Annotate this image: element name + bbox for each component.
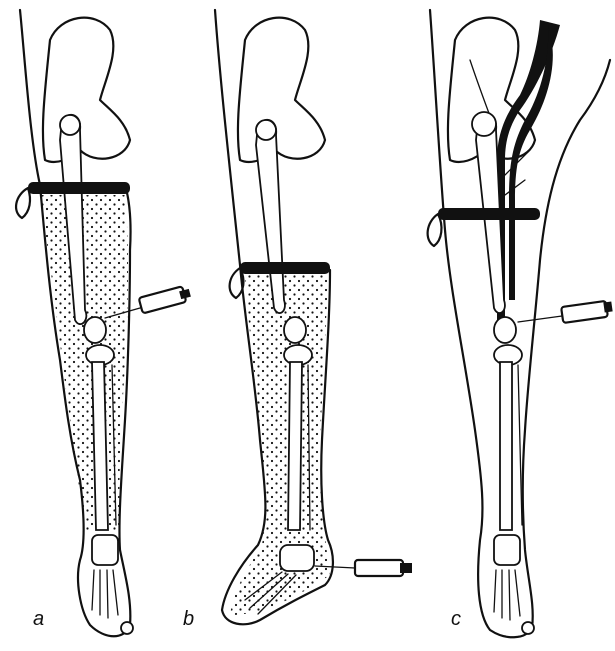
metatarsals-c: [494, 570, 520, 620]
tibia-b: [288, 362, 302, 530]
patella-a: [84, 317, 106, 343]
panel-b-label: b: [183, 608, 194, 631]
tourniquet-knot-c: [428, 214, 442, 246]
tourniquet-b: [240, 262, 330, 274]
tourniquet-knot-a: [16, 188, 30, 218]
syringe-c: [518, 301, 613, 323]
tourniquet-a: [28, 182, 130, 194]
tibia-c: [500, 362, 512, 530]
pelvis-b: [238, 18, 325, 162]
patella-b: [284, 317, 306, 343]
fibula-c: [518, 365, 522, 525]
panel-c-label: c: [451, 608, 461, 631]
tarsals-a: [92, 535, 118, 565]
tarsals-b: [280, 545, 314, 571]
femoral-head-a: [60, 115, 80, 135]
panel-c: [428, 10, 613, 637]
patella-c: [494, 317, 516, 343]
metatarsals-a: [92, 570, 118, 618]
pelvis-a: [43, 18, 130, 162]
femoral-head-b: [256, 120, 276, 140]
femoral-head-c: [472, 112, 496, 136]
panel-a-label: a: [33, 608, 44, 631]
panel-b: [215, 10, 412, 624]
panel-a: [16, 10, 191, 636]
toe-c: [522, 622, 534, 634]
tourniquet-c: [438, 208, 540, 220]
tarsals-c: [494, 535, 520, 565]
toe-a: [121, 622, 133, 634]
